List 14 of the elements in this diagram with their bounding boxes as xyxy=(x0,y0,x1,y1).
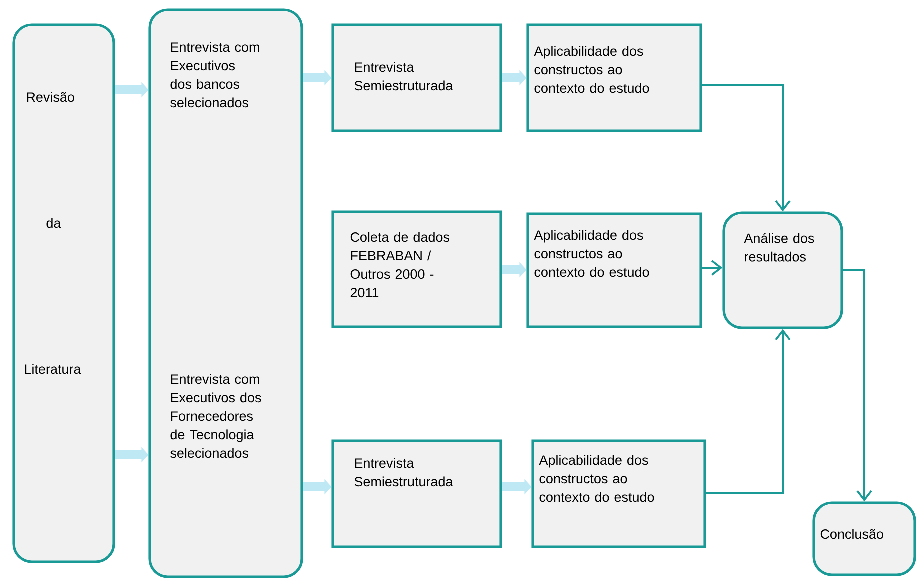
rounded-box: Entrevista com Executivos dos bancos selecionados Entrevista com Executivos dos Fornecedores de Tecnologia selecionados xyxy=(148,8,304,578)
arrow xyxy=(702,260,723,276)
rounded-box: Revisão da Literatura xyxy=(12,24,116,564)
rounded-box: Conclusão xyxy=(812,502,916,576)
arrow xyxy=(702,84,791,212)
process-box: Aplicabilidade dos constructos ao contexto do estudo xyxy=(526,212,702,328)
process-box: Coleta de dados FEBRABAN / Outros 2000 - 2011 xyxy=(332,210,502,328)
arrow xyxy=(843,270,872,502)
process-box: Entrevista Semiestruturada xyxy=(332,24,502,132)
arrow xyxy=(706,329,791,494)
rounded-box: Análise dos resultados xyxy=(722,212,844,330)
process-box: Entrevista Semiestruturada xyxy=(332,440,502,548)
process-box: Aplicabilidade dos constructos ao contexto do estudo xyxy=(526,24,702,132)
process-box: Aplicabilidade dos constructos ao contexto do estudo xyxy=(532,440,706,548)
